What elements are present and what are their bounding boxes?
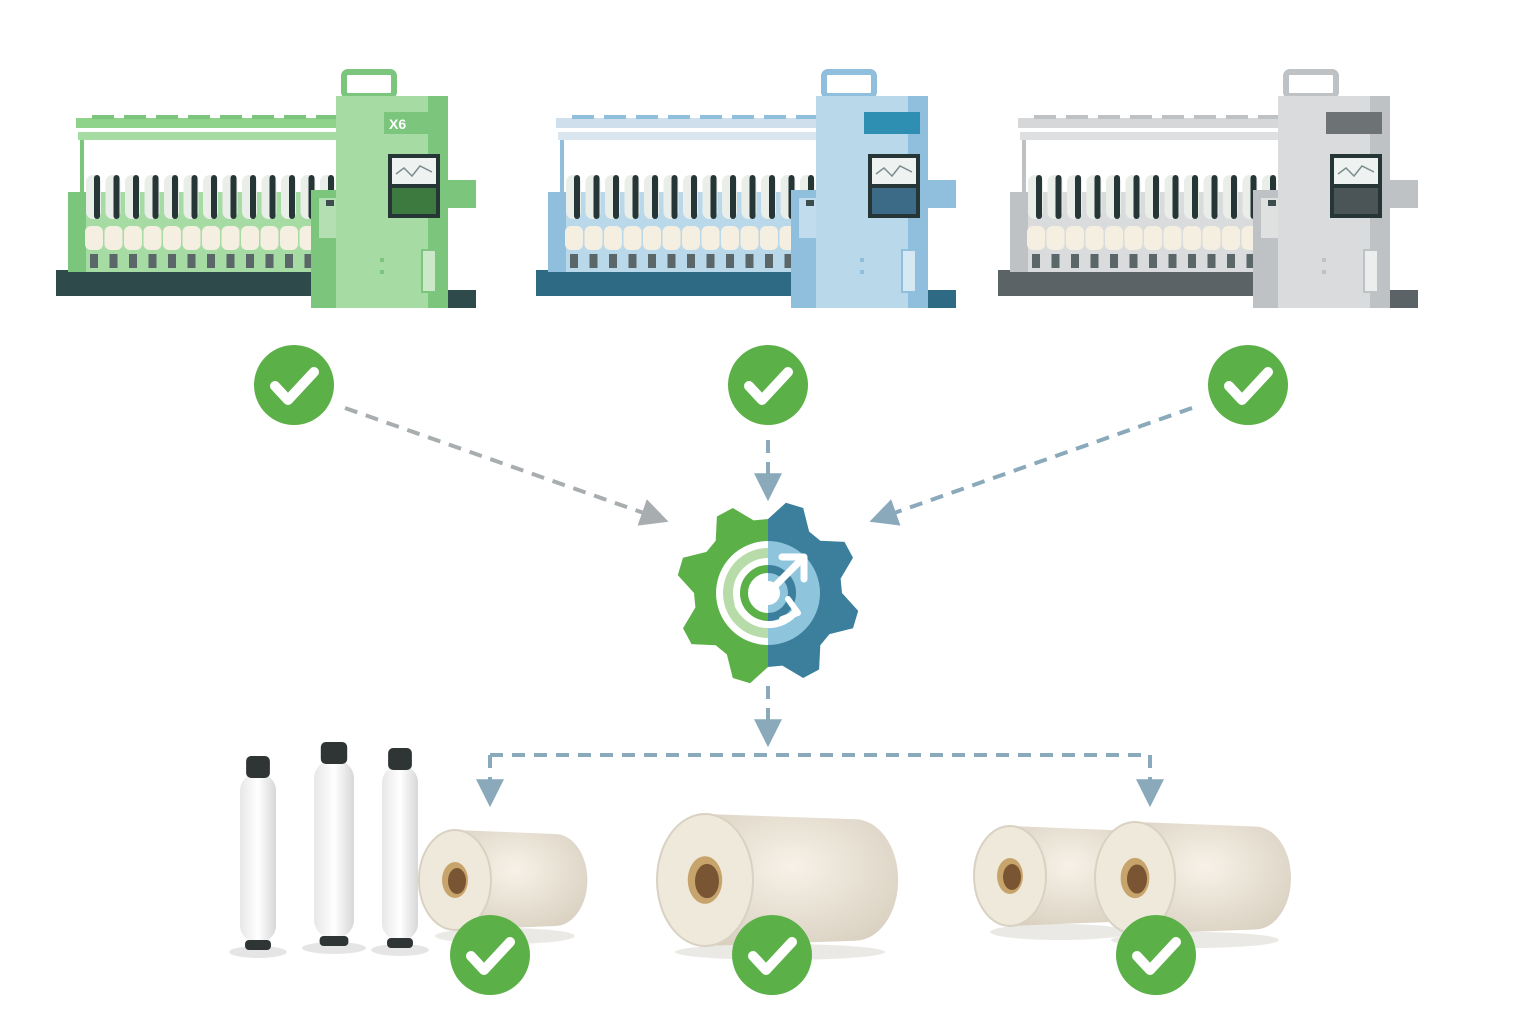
output-double-cone (973, 821, 1291, 948)
check-icon (732, 915, 812, 995)
distribution-arrows (476, 686, 1164, 808)
flow-arrow (344, 406, 669, 526)
spinning-machine-gray (998, 69, 1418, 308)
spinning-machine-blue (536, 69, 956, 308)
flow-arrow (869, 406, 1193, 526)
check-icon (1208, 345, 1288, 425)
check-icon (728, 345, 808, 425)
check-icon (1116, 915, 1196, 995)
output-bobbins-and-cone (229, 742, 588, 958)
check-icon (450, 915, 530, 995)
check-icon (254, 345, 334, 425)
machine-label: X6 (389, 116, 406, 132)
gear-sync-icon (677, 502, 859, 684)
spinning-machine-green: X6 (56, 69, 476, 308)
